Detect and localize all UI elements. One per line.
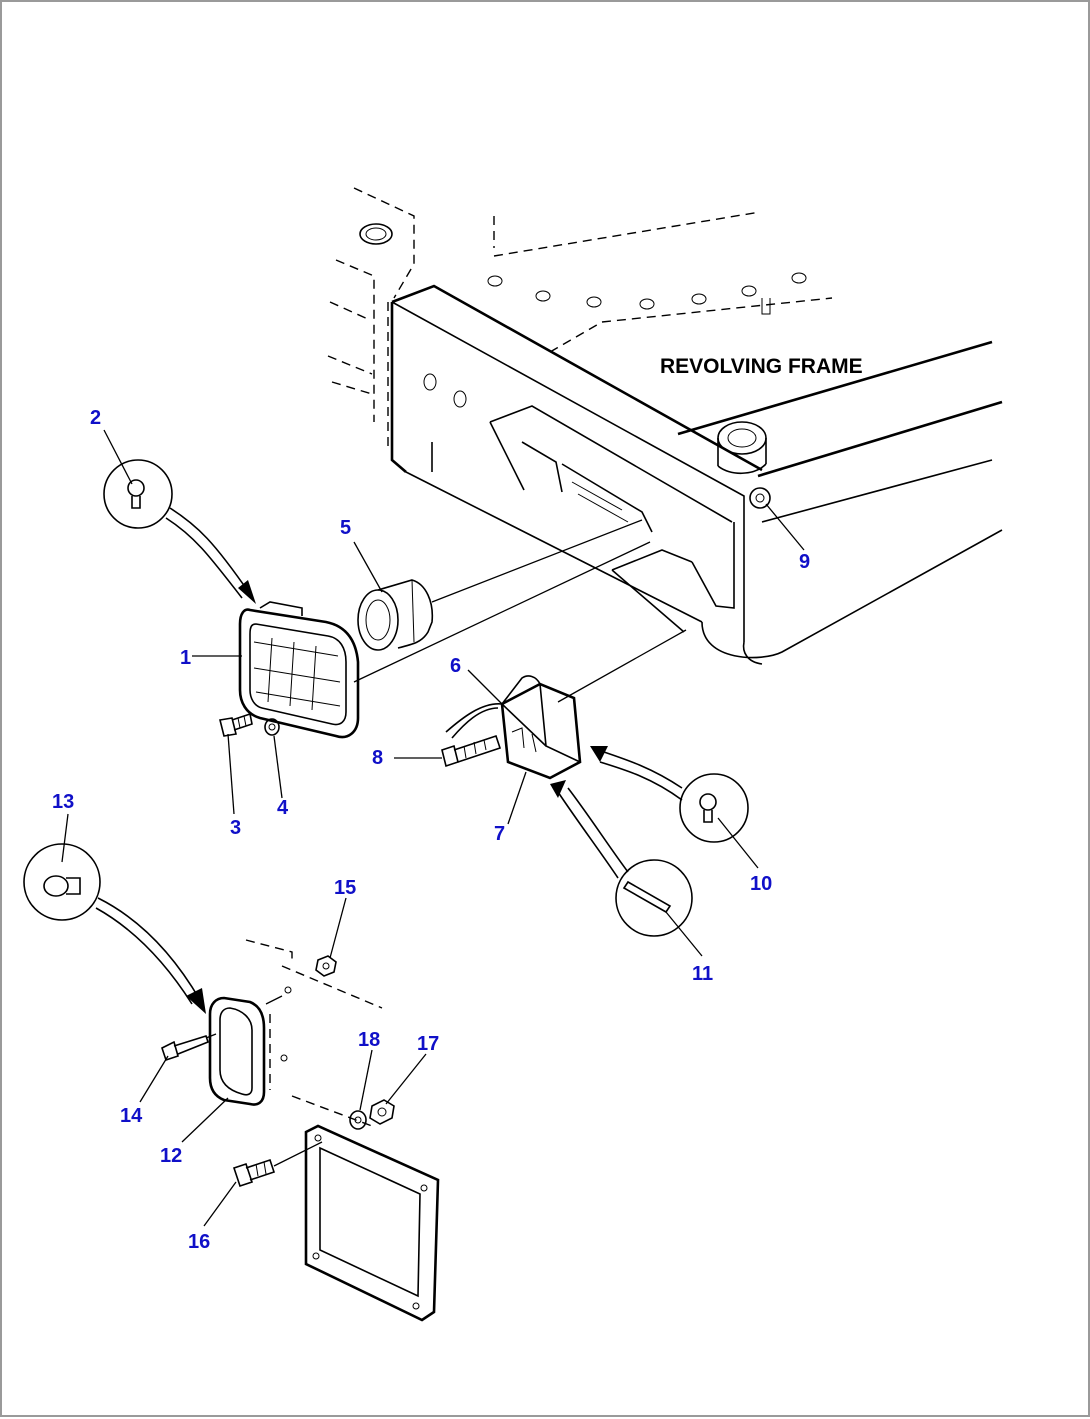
side-lamp-7 bbox=[445, 629, 687, 780]
nut-15 bbox=[315, 955, 337, 977]
screw-14 bbox=[161, 1033, 217, 1062]
licence-lamp-12 bbox=[208, 939, 383, 1127]
callout-13: 13 bbox=[52, 791, 74, 813]
revolving-frame bbox=[327, 187, 1003, 665]
licence-plate-bracket bbox=[304, 1124, 440, 1322]
callout-4: 4 bbox=[277, 797, 289, 819]
callout-1: 1 bbox=[180, 647, 191, 669]
bulb-11-detail bbox=[550, 780, 693, 937]
bulb-2-detail bbox=[103, 459, 256, 604]
callout-7: 7 bbox=[494, 823, 505, 845]
lamp-housing bbox=[238, 541, 651, 739]
bushing-5 bbox=[357, 519, 643, 651]
nut-17 bbox=[369, 1099, 395, 1125]
callout-18: 18 bbox=[358, 1029, 380, 1051]
callout-8: 8 bbox=[372, 747, 383, 769]
callout-14: 14 bbox=[120, 1105, 143, 1127]
callout-9: 9 bbox=[799, 551, 810, 573]
bolt-16 bbox=[232, 1141, 323, 1188]
callout-17: 17 bbox=[417, 1033, 439, 1055]
callout-2: 2 bbox=[90, 407, 101, 429]
callout-5: 5 bbox=[340, 517, 351, 539]
callout-16: 16 bbox=[188, 1231, 210, 1253]
callout-11: 11 bbox=[692, 963, 713, 985]
frame-label: REVOLVING FRAME bbox=[660, 355, 863, 378]
bolt-3-washer-4 bbox=[219, 712, 280, 737]
callout-6: 6 bbox=[450, 655, 461, 677]
bulb-10-detail bbox=[590, 746, 749, 843]
bolt-8 bbox=[441, 734, 502, 768]
bulb-13-detail bbox=[23, 843, 206, 1014]
callout-15: 15 bbox=[334, 877, 356, 899]
washer-18 bbox=[349, 1110, 367, 1130]
callout-12: 12 bbox=[160, 1145, 182, 1167]
callout-10: 10 bbox=[750, 873, 772, 895]
callout-3: 3 bbox=[230, 817, 241, 839]
callout-leaders bbox=[61, 429, 805, 1227]
